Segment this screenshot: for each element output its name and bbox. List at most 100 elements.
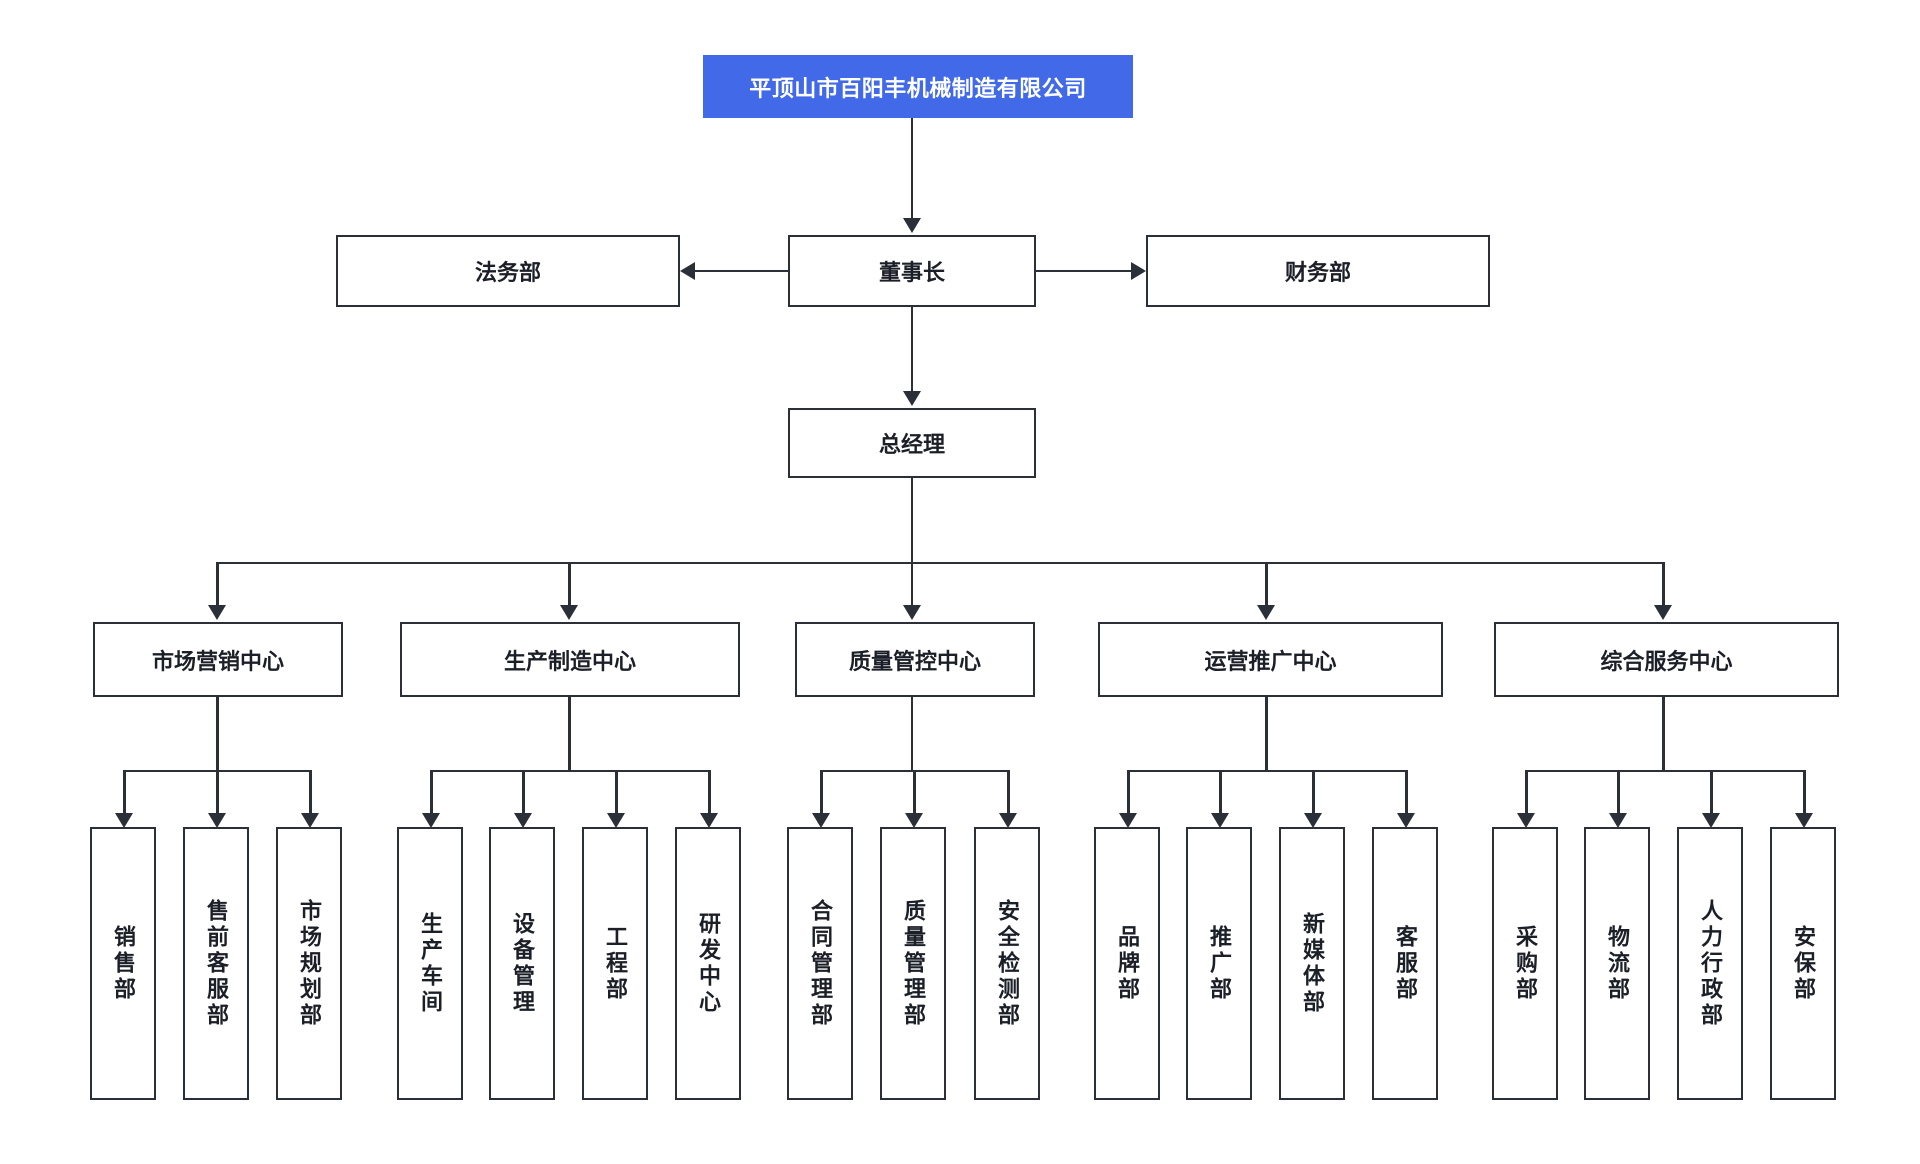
arrowhead-center-3: [903, 605, 921, 620]
arrowhead-group1-3: [301, 813, 319, 828]
node-leaf-promotion-department[interactable]: 推广部: [1186, 827, 1252, 1100]
node-leaf-sales-department[interactable]: 销售部: [90, 827, 156, 1100]
connector-group4-bus: [1127, 769, 1405, 772]
node-leaf-rnd-center[interactable]: 研发中心: [675, 827, 741, 1100]
connector-group5-drop-1: [1525, 769, 1528, 816]
connector-group4-drop-1: [1127, 769, 1130, 816]
arrowhead-group4-3: [1304, 813, 1322, 828]
node-leaf-brand-department[interactable]: 品牌部: [1094, 827, 1160, 1100]
connector-bus-drop-5: [1662, 561, 1665, 608]
connector-group1-stem: [216, 697, 219, 771]
node-general-manager[interactable]: 总经理: [788, 408, 1036, 478]
node-label: 推广部: [1207, 924, 1232, 1003]
connector-group2-drop-1: [430, 769, 433, 816]
connector-group4-drop-3: [1312, 769, 1315, 816]
node-finance-department[interactable]: 财务部: [1146, 235, 1490, 307]
connector-chairman-to-finance: [1036, 269, 1131, 273]
arrowhead-group3-1: [812, 813, 830, 828]
node-label: 设备管理: [510, 911, 535, 1016]
arrowhead-group4-4: [1397, 813, 1415, 828]
connector-group1-drop-3: [309, 769, 312, 816]
node-label: 销售部: [111, 924, 136, 1003]
node-company-root[interactable]: 平顶山市百阳丰机械制造有限公司: [703, 55, 1133, 118]
connector-bus-drop-2: [568, 561, 571, 608]
node-label: 品牌部: [1115, 924, 1140, 1003]
node-label: 安保部: [1791, 924, 1816, 1003]
connector-group5-drop-3: [1710, 769, 1713, 816]
node-label: 新媒体部: [1300, 911, 1325, 1016]
arrowhead-group5-1: [1517, 813, 1535, 828]
node-label: 采购部: [1513, 924, 1538, 1003]
connector-chairman-to-manager: [910, 307, 914, 393]
arrowhead-chairman-to-finance: [1131, 262, 1146, 280]
connector-group5-bus: [1525, 769, 1803, 772]
connector-group5-drop-4: [1803, 769, 1806, 816]
arrowhead-center-4: [1257, 605, 1275, 620]
arrowhead-root-to-chairman: [903, 218, 921, 233]
connector-group2-stem: [568, 697, 571, 771]
node-label: 安全检测部: [995, 898, 1020, 1029]
connector-group3-drop-3: [1007, 769, 1010, 816]
arrowhead-group3-3: [999, 813, 1017, 828]
arrowhead-chairman-to-manager: [903, 391, 921, 406]
node-label: 总经理: [878, 432, 945, 457]
node-label: 运营推广中心: [1204, 648, 1337, 674]
node-label: 质量管控中心: [848, 648, 981, 674]
node-leaf-quality-management-department[interactable]: 质量管理部: [880, 827, 946, 1100]
arrowhead-group5-2: [1609, 813, 1627, 828]
node-center-operations[interactable]: 运营推广中心: [1098, 622, 1443, 697]
node-label: 物流部: [1605, 924, 1630, 1003]
node-label: 综合服务中心: [1600, 648, 1733, 674]
node-leaf-presales-service-department[interactable]: 售前客服部: [183, 827, 249, 1100]
connector-chairman-to-legal: [695, 269, 788, 273]
node-center-quality[interactable]: 质量管控中心: [795, 622, 1035, 697]
connector-group4-stem: [1265, 697, 1268, 771]
arrowhead-group4-2: [1211, 813, 1229, 828]
connector-group3-stem: [910, 697, 914, 771]
node-leaf-security-department[interactable]: 安保部: [1770, 827, 1836, 1100]
node-label: 市场规划部: [297, 898, 322, 1029]
node-chairman[interactable]: 董事长: [788, 235, 1036, 307]
node-label: 研发中心: [696, 911, 721, 1016]
node-leaf-purchasing-department[interactable]: 采购部: [1492, 827, 1558, 1100]
connector-group4-drop-4: [1405, 769, 1408, 816]
node-label: 平顶山市百阳丰机械制造有限公司: [749, 75, 1087, 101]
connector-group5-stem: [1662, 697, 1665, 771]
node-leaf-engineering-department[interactable]: 工程部: [582, 827, 648, 1100]
node-label: 法务部: [474, 260, 541, 285]
node-label: 质量管理部: [901, 898, 926, 1029]
node-leaf-new-media-department[interactable]: 新媒体部: [1279, 827, 1345, 1100]
node-label: 合同管理部: [808, 898, 833, 1029]
arrowhead-chairman-to-legal: [680, 262, 695, 280]
node-leaf-logistics-department[interactable]: 物流部: [1584, 827, 1650, 1100]
arrowhead-group5-4: [1795, 813, 1813, 828]
arrowhead-group1-2: [208, 813, 226, 828]
node-center-production[interactable]: 生产制造中心: [400, 622, 740, 697]
node-label: 财务部: [1284, 260, 1351, 285]
connector-bus-drop-1: [216, 561, 219, 608]
arrowhead-group3-2: [905, 813, 923, 828]
node-leaf-contract-management-department[interactable]: 合同管理部: [787, 827, 853, 1100]
node-leaf-hr-administration-department[interactable]: 人力行政部: [1677, 827, 1743, 1100]
connector-group2-drop-3: [615, 769, 618, 816]
node-label: 生产制造中心: [503, 648, 636, 674]
connector-group1-drop-1: [123, 769, 126, 816]
connector-bus-drop-4: [1265, 561, 1268, 608]
node-label: 客服部: [1393, 924, 1418, 1003]
arrowhead-center-2: [560, 605, 578, 620]
node-leaf-production-workshop[interactable]: 生产车间: [397, 827, 463, 1100]
node-label: 工程部: [603, 924, 628, 1003]
node-center-marketing[interactable]: 市场营销中心: [93, 622, 343, 697]
node-leaf-customer-service-department[interactable]: 客服部: [1372, 827, 1438, 1100]
node-leaf-safety-inspection-department[interactable]: 安全检测部: [974, 827, 1040, 1100]
node-legal-department[interactable]: 法务部: [336, 235, 680, 307]
connector-group2-drop-2: [522, 769, 525, 816]
node-center-general-service[interactable]: 综合服务中心: [1494, 622, 1839, 697]
node-leaf-market-planning-department[interactable]: 市场规划部: [276, 827, 342, 1100]
node-leaf-equipment-management[interactable]: 设备管理: [489, 827, 555, 1100]
connector-group5-drop-2: [1617, 769, 1620, 816]
arrowhead-group2-3: [607, 813, 625, 828]
arrowhead-center-5: [1654, 605, 1672, 620]
connector-group3-drop-2: [913, 769, 916, 816]
